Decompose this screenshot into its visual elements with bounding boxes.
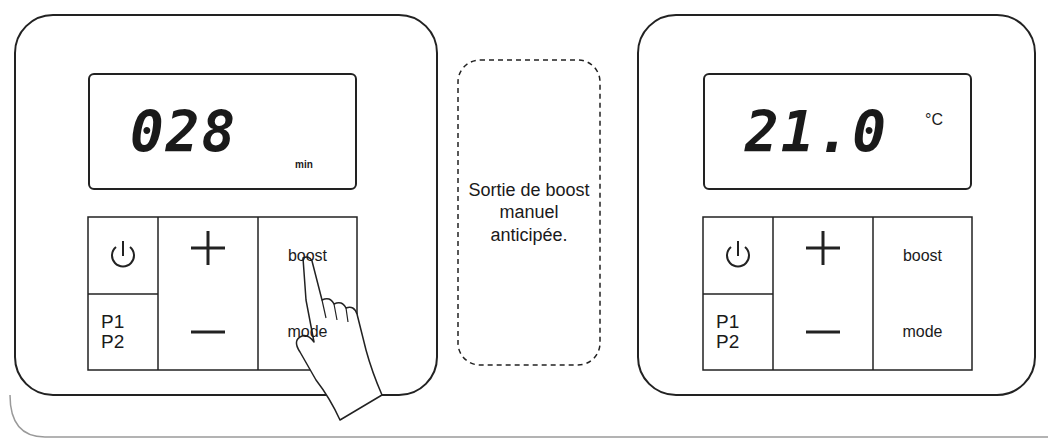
note-text: Sortie de boost manuel anticipée. xyxy=(466,179,592,247)
key-button: P1 P2 xyxy=(703,294,773,370)
key-button: mode xyxy=(258,294,357,370)
keypad-frame xyxy=(703,217,972,370)
power-icon xyxy=(112,241,134,266)
lcd-screen: 028 min xyxy=(88,73,357,190)
button-label: P1 P2 xyxy=(101,312,145,352)
lcd-value: 028 xyxy=(130,105,237,161)
button-label: mode xyxy=(287,323,327,341)
note-frame xyxy=(458,60,600,365)
plus-minus-symbols xyxy=(191,231,225,332)
lcd-value: 21.0 xyxy=(745,105,888,161)
lcd-unit: °C xyxy=(925,111,943,129)
button-label: boost xyxy=(288,247,327,265)
lcd-unit: min xyxy=(295,159,313,170)
note-box: Sortie de boost manuel anticipée. xyxy=(458,60,600,365)
key-button: boost xyxy=(873,217,972,294)
thermostat-housing xyxy=(15,15,437,395)
button-label: boost xyxy=(903,247,942,265)
button-label: P1 P2 xyxy=(716,312,760,352)
key-button: mode xyxy=(873,294,972,370)
plus-minus-symbols xyxy=(806,231,840,332)
thermostat-housing xyxy=(638,15,1035,395)
bottom-rule xyxy=(10,395,1048,437)
key-button: boost xyxy=(258,217,357,294)
power-icon xyxy=(727,241,749,266)
key-button: P1 P2 xyxy=(88,294,158,370)
button-label: mode xyxy=(902,323,942,341)
lcd-screen: 21.0 °C xyxy=(703,73,972,190)
keypad-frame xyxy=(88,217,357,370)
